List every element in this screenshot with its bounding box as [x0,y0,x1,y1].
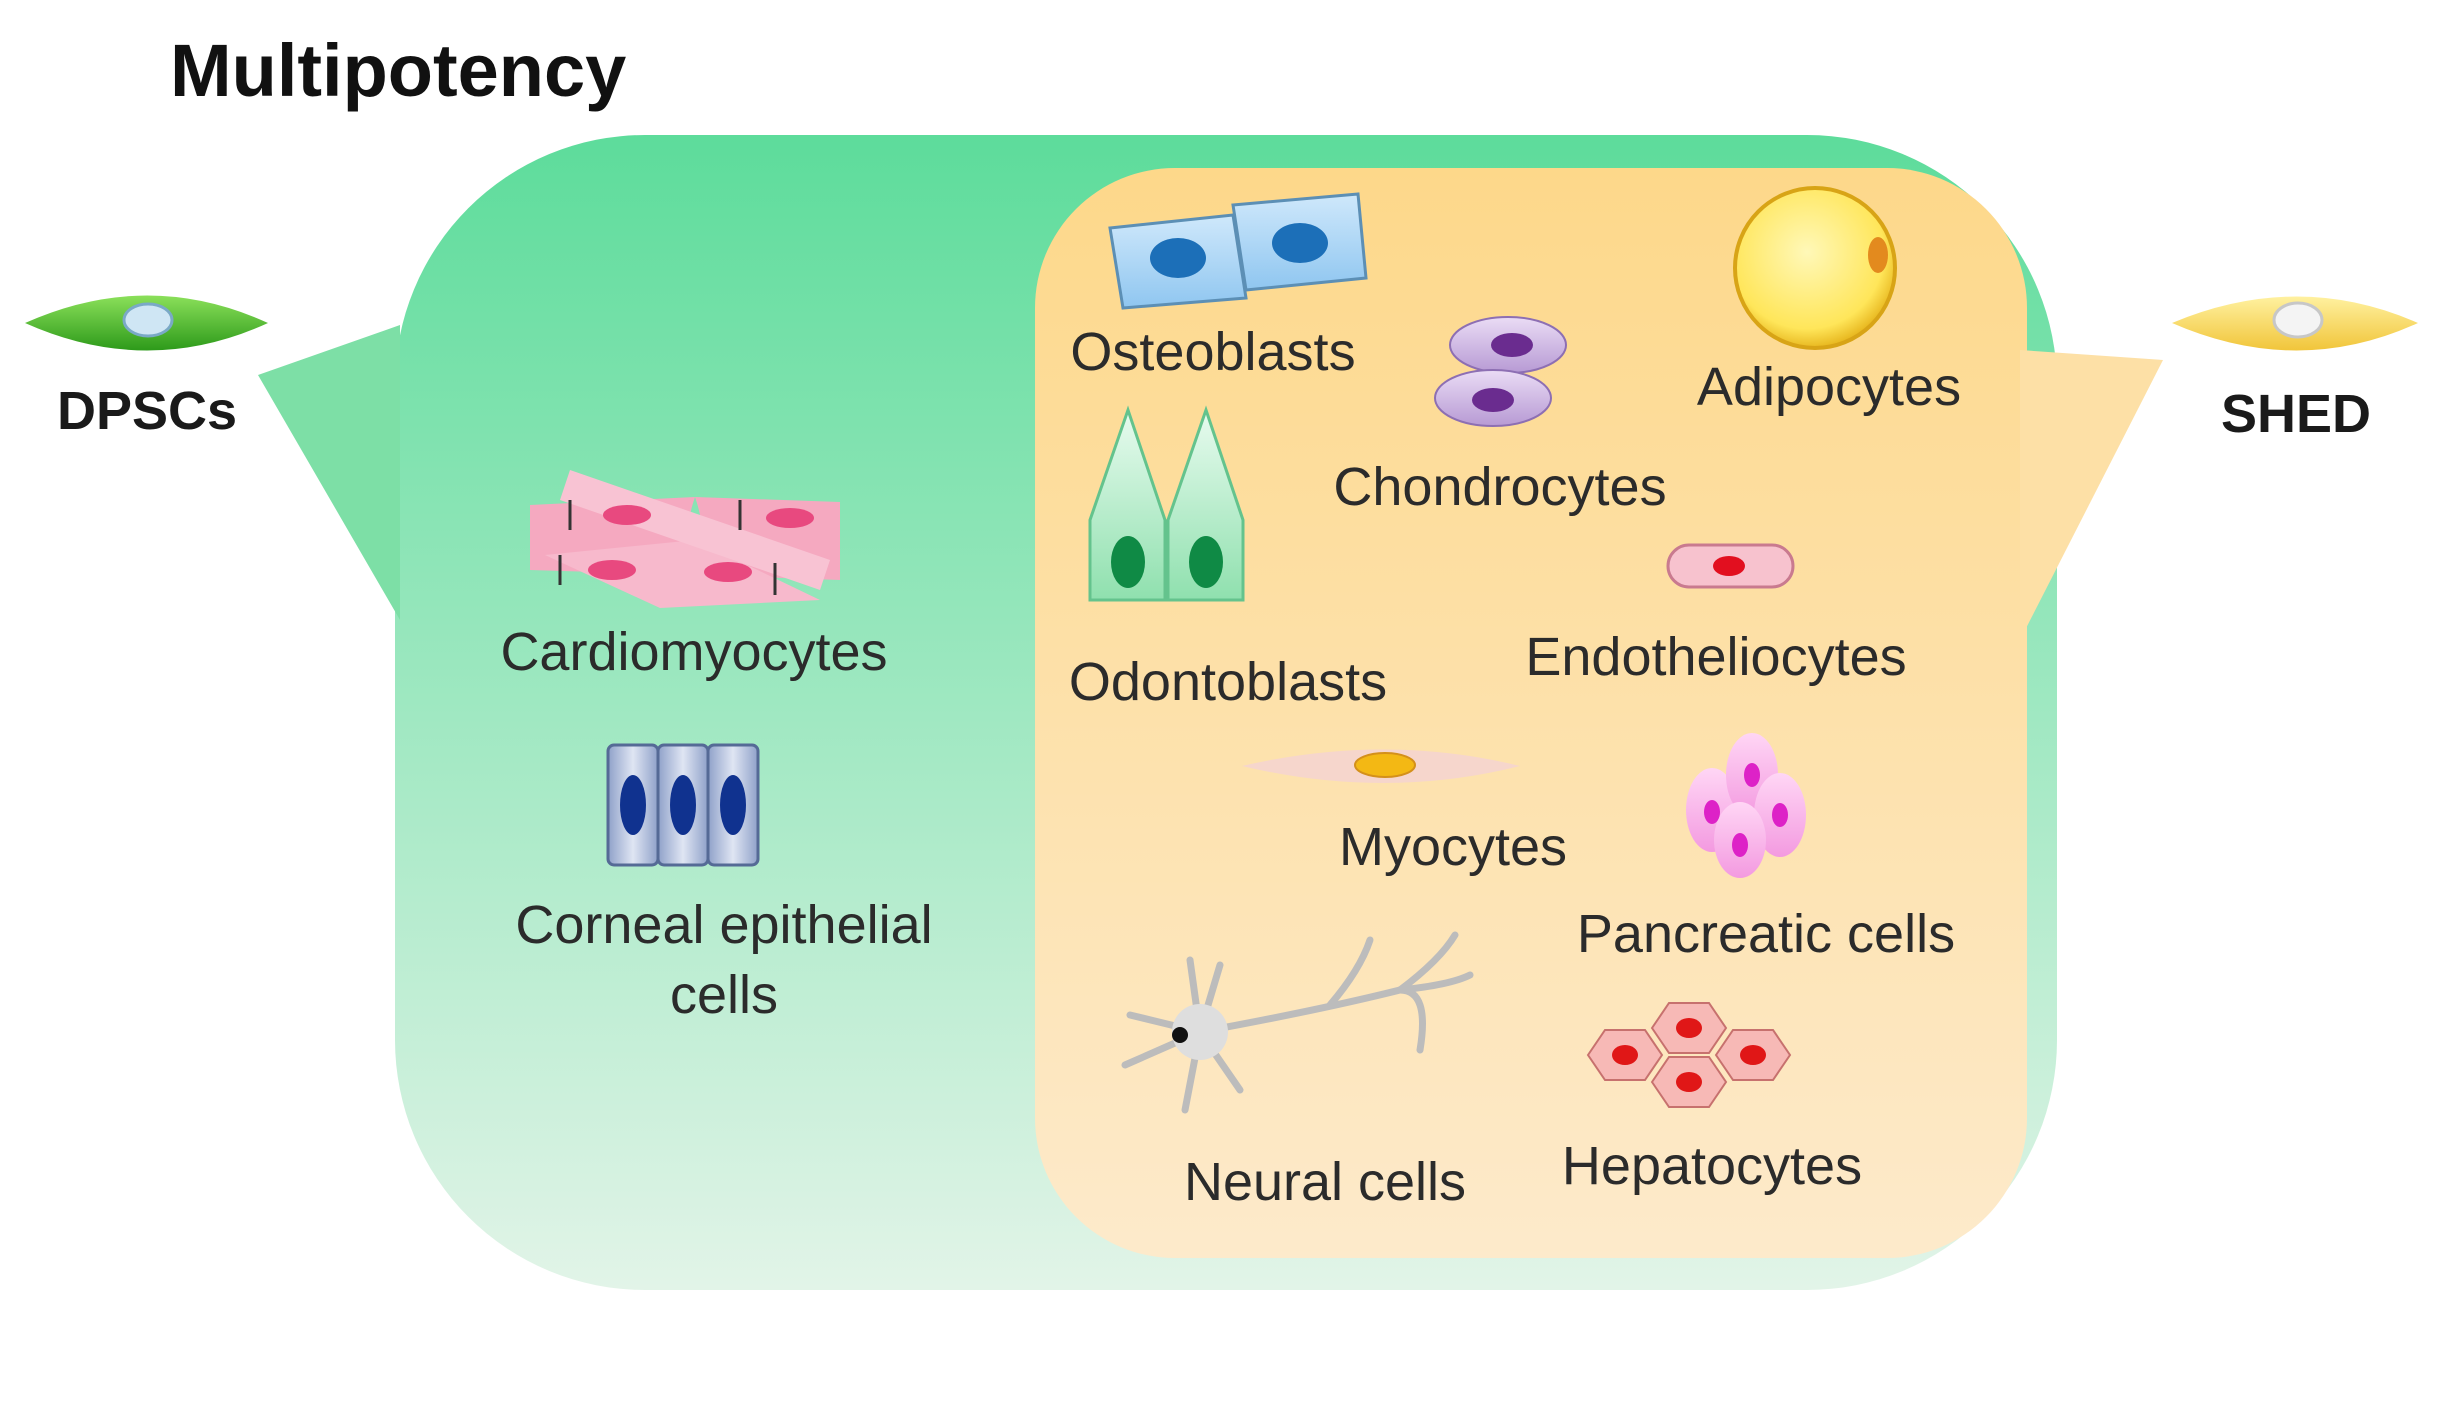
diagram-title: Multipotency [170,29,627,112]
endotheliocytes-label: Endotheliocytes [1525,627,1907,687]
shed-label: SHED [2220,384,2372,444]
shed-cell-icon [2172,296,2418,351]
odontoblast-icon [1088,405,1245,602]
corneal-epithelial-label-line1: Corneal epithelial [515,895,933,955]
chondrocytes-label: Chondrocytes [1333,457,1667,517]
corneal-epithelial-label-line2: cells [669,965,779,1025]
neural-cell-icon [1121,931,1474,1114]
pancreatic-icon [1686,733,1806,878]
endotheliocyte-icon [1666,543,1795,589]
neural-cells-label: Neural cells [1183,1152,1467,1212]
corneal-epithelial-icon [606,743,760,867]
dpsc-cell-icon [25,295,268,351]
hepatocyte-icon [1586,1002,1792,1108]
odontoblasts-label: Odontoblasts [1068,652,1388,712]
shed-region [1035,168,2163,1258]
adipocyte-icon [1733,186,1897,350]
pancreatic-cells-label: Pancreatic cells [1576,904,1956,964]
myocyte-icon [1242,749,1520,783]
myocytes-label: Myocytes [1338,817,1568,877]
osteoblast-icon [1108,192,1368,310]
dpsc-label: DPSCs [56,381,238,441]
cardiomyocytes-label: Cardiomyocytes [500,622,888,682]
adipocytes-label: Adipocytes [1696,357,1962,417]
hepatocytes-label: Hepatocytes [1561,1136,1863,1196]
chondrocyte-icon [1434,316,1567,427]
cardiomyocyte-icon [530,470,840,608]
osteoblasts-label: Osteoblasts [1070,322,1356,382]
